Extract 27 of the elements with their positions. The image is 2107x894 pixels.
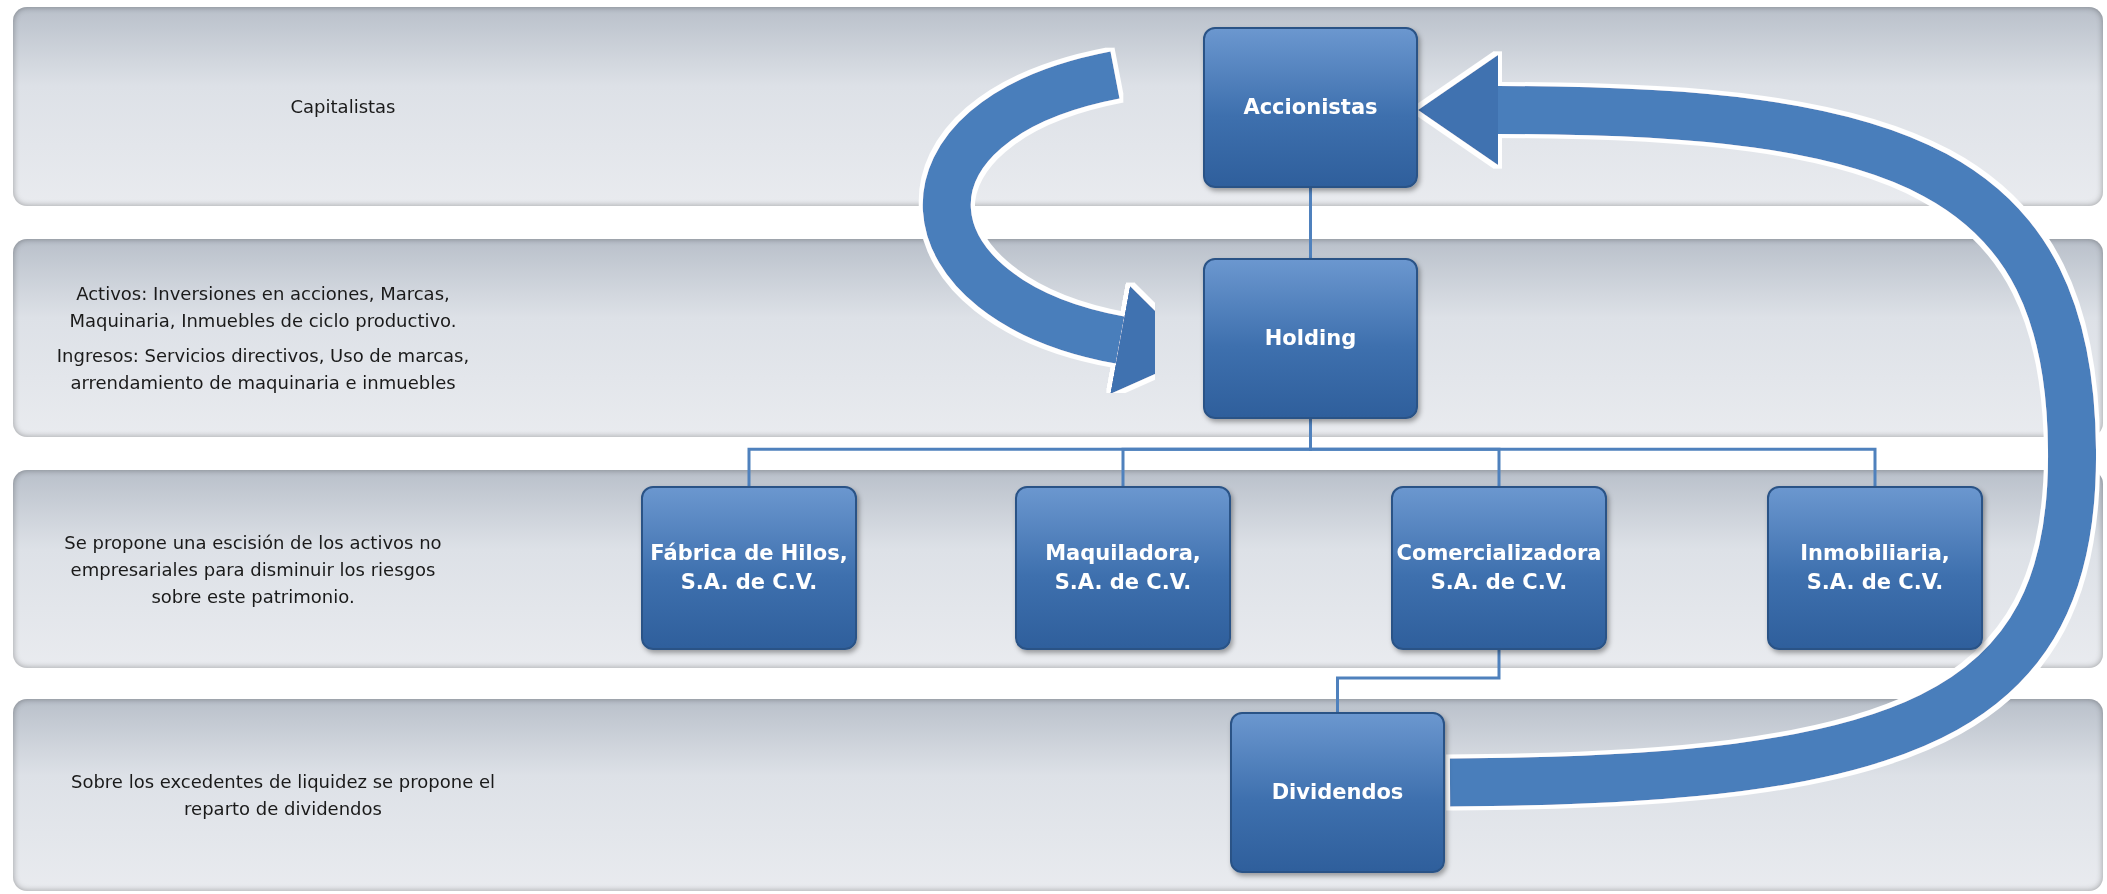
entity-box — [641, 486, 857, 650]
connector-line — [1336, 650, 1501, 712]
box-label: Accionistas — [1242, 94, 1379, 121]
description-text: Activos: Inversiones en acciones, Marcas, Maquinaria, Inmuebles de ciclo productivo. — [68, 282, 458, 333]
box-label: Fábrica de Hilos, S.A. de C.V. — [649, 540, 849, 596]
description-text: Sobre los excedentes de liquidez se propone el reparto de dividendos — [69, 770, 496, 821]
box-label: Holding — [1263, 325, 1358, 352]
entity-box — [1203, 258, 1418, 419]
description-text: Ingresos: Servicios directivos, Uso de marcas, arrendamiento de maquinaria e inmuebles — [55, 344, 471, 395]
curved-block-arrow — [1418, 55, 2096, 807]
band-panel — [13, 7, 2103, 206]
entity-box — [1391, 486, 1607, 650]
box-label: Comercializadora S.A. de C.V. — [1395, 540, 1603, 596]
band-panel — [13, 239, 2103, 437]
band-panel — [13, 470, 2103, 668]
entity-box — [1015, 486, 1231, 650]
box-label: Maquiladora, S.A. de C.V. — [1044, 540, 1202, 596]
entity-box — [1203, 27, 1418, 188]
entity-box — [1767, 486, 1983, 650]
box-label: Inmobiliaria, S.A. de C.V. — [1799, 540, 1951, 596]
band-panel — [13, 699, 2103, 891]
box-label: Dividendos — [1270, 779, 1405, 806]
description-text: Se propone una escisión de los activos no empresariales para disminuir los riesgos sobre este patrimonio. — [63, 530, 443, 609]
connector-line — [1309, 188, 1312, 258]
curved-block-arrow — [923, 51, 1198, 394]
description-text: Capitalistas — [289, 95, 397, 119]
entity-box — [1230, 712, 1445, 873]
